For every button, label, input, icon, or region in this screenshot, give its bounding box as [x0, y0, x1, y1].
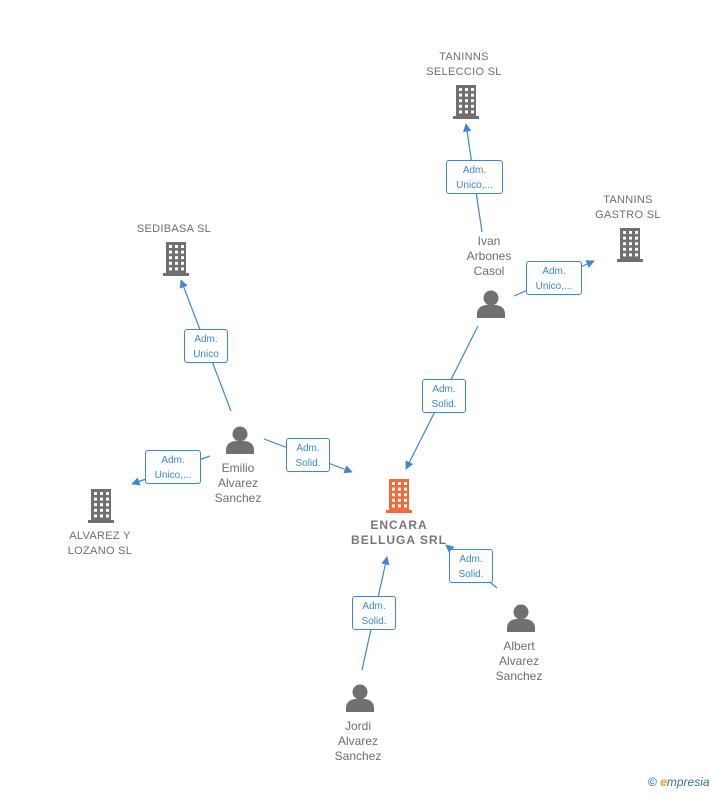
- building-icon-taninns_seleccio[interactable]: [453, 85, 479, 119]
- person-icon-ivan[interactable]: [477, 290, 505, 319]
- edge-label-ivan-to-tannins_gastro[interactable]: Adm. Unico,...: [526, 261, 582, 295]
- edge-label-emilio-to-encara[interactable]: Adm. Solid.: [286, 438, 330, 472]
- node-label-alvarez_lozano[interactable]: ALVAREZ Y LOZANO SL: [67, 530, 133, 557]
- brand-rest: mpresia: [666, 775, 710, 789]
- node-label-sedibasa[interactable]: SEDIBASA SL: [136, 223, 212, 235]
- node-label-tannins_gastro[interactable]: TANNINS GASTRO SL: [595, 194, 661, 221]
- node-label-encara[interactable]: ENCARA BELLUGA SRL: [351, 518, 447, 547]
- building-icon-sedibasa[interactable]: [163, 242, 189, 276]
- person-icon-emilio[interactable]: [226, 426, 254, 455]
- edge-label-ivan-to-taninns_seleccio[interactable]: Adm. Unico,...: [446, 160, 503, 194]
- node-label-ivan[interactable]: Ivan Arbones Casol: [466, 234, 512, 278]
- edge-label-albert-to-encara[interactable]: Adm. Solid.: [449, 549, 493, 583]
- person-icon-albert[interactable]: [507, 604, 535, 633]
- node-label-emilio[interactable]: Emilio Alvarez Sanchez: [214, 461, 262, 505]
- building-icon-tannins_gastro[interactable]: [617, 228, 643, 262]
- edge-label-jordi-to-encara[interactable]: Adm. Solid.: [352, 596, 396, 630]
- node-label-jordi[interactable]: Jordi Alvarez Sanchez: [334, 719, 382, 763]
- node-label-taninns_seleccio[interactable]: TANINNS SELECCIO SL: [426, 51, 502, 78]
- empresia-brand[interactable]: © empresia: [648, 775, 710, 789]
- copyright-icon: ©: [648, 775, 657, 789]
- edge-label-emilio-to-alvarez_lozano[interactable]: Adm. Unico,...: [145, 450, 201, 484]
- person-icon-jordi[interactable]: [346, 684, 374, 713]
- edge-label-ivan-to-encara[interactable]: Adm. Solid.: [422, 379, 466, 413]
- edge-label-emilio-to-sedibasa[interactable]: Adm. Unico: [184, 329, 228, 363]
- node-label-albert[interactable]: Albert Alvarez Sanchez: [495, 639, 543, 683]
- edge-lines: [131, 123, 595, 671]
- central-building-icon-encara[interactable]: [386, 479, 412, 513]
- building-icon-alvarez_lozano[interactable]: [88, 489, 114, 523]
- brand-e: e: [660, 775, 667, 789]
